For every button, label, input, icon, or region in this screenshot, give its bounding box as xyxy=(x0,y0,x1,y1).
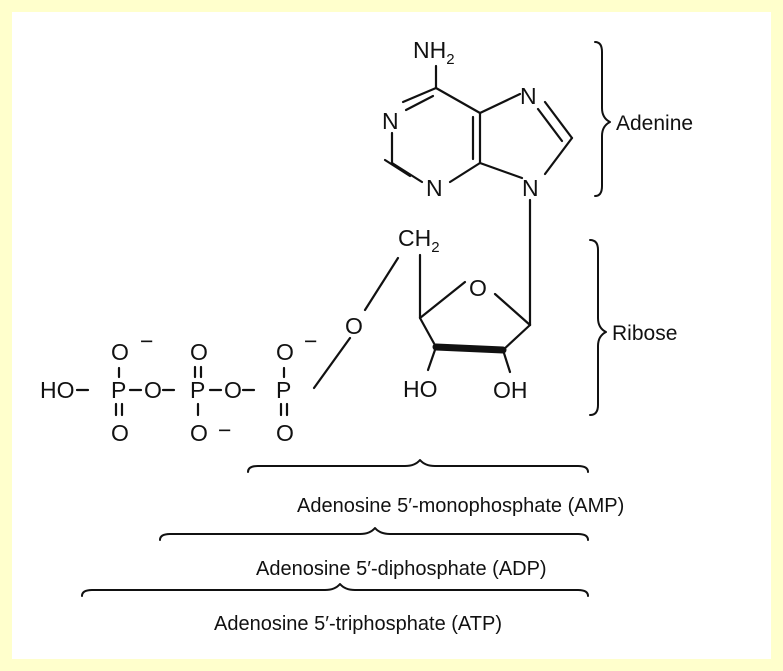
oxygen-alpha-bottom: O xyxy=(276,420,294,446)
bond-o4-c4 xyxy=(418,280,467,320)
phosphorus-alpha: P xyxy=(276,377,291,403)
oxygen-beta-bottom: O xyxy=(190,420,208,446)
bond-n7-c8 xyxy=(543,100,574,140)
methylene-group-label: CH2 xyxy=(398,225,440,256)
oxygen-gamma-bottom: O xyxy=(111,420,129,446)
bond-n3-c2-double xyxy=(383,158,412,178)
bond-c3-oh xyxy=(426,345,438,372)
nitrogen-n7: N xyxy=(520,83,537,109)
phosphorus-gamma: P xyxy=(111,377,126,403)
bond-o5-p-alpha xyxy=(312,336,352,390)
amp-caption: Adenosine 5′-monophosphate (AMP) xyxy=(297,495,624,517)
amino-group-label: NH2 xyxy=(413,37,455,68)
adp-caption: Adenosine 5′-diphosphate (ADP) xyxy=(256,558,547,580)
hydroxyl-left: HO xyxy=(403,376,438,402)
bond-n7-c8-double xyxy=(536,107,564,143)
nitrogen-n3: N xyxy=(426,175,443,201)
bond-c2-oh xyxy=(501,348,512,374)
atp-caption: Adenosine 5′-triphosphate (ATP) xyxy=(214,613,502,635)
bond-n1-c6-double xyxy=(404,94,435,112)
oxygen-alpha-top: O xyxy=(276,339,294,365)
link-oxygen: O xyxy=(345,313,363,339)
oxygen-gamma-top: O xyxy=(111,339,129,365)
charge-beta-bottom: − xyxy=(218,417,231,443)
nitrogen-n9: N xyxy=(522,175,539,201)
bond-c1-c2 xyxy=(501,323,532,352)
phosphorus-beta: P xyxy=(190,377,205,403)
bond-c6-c5 xyxy=(434,86,482,115)
hydroxyl-right: OH xyxy=(493,377,528,403)
adenine-structure: NH2 N N N N xyxy=(382,37,574,201)
bridge-oxygen-2: O xyxy=(224,377,242,403)
adenine-label: Adenine xyxy=(616,112,693,135)
adenine-brace xyxy=(594,41,611,197)
charge-alpha-top: − xyxy=(304,328,317,354)
ribose-structure: O CH2 HO OH xyxy=(398,198,532,403)
bond-n1-c6 xyxy=(401,86,438,104)
phosphate-chain: HO P O − O O P O O − O P O − O xyxy=(40,328,317,446)
bond-c1-o4 xyxy=(493,292,532,327)
bond-c3-c2-wedge xyxy=(432,343,507,354)
ring-oxygen: O xyxy=(469,275,487,301)
atp-brace xyxy=(81,583,589,597)
bond-n9-c4 xyxy=(478,161,524,180)
adp-brace xyxy=(159,527,589,541)
nitrogen-n1: N xyxy=(382,108,399,134)
bridge-oxygen-1: O xyxy=(144,377,162,403)
bond-c4-n3 xyxy=(448,161,482,184)
terminal-hydroxyl: HO xyxy=(40,377,75,403)
bond-n3-c2 xyxy=(390,161,424,184)
oxygen-beta-top: O xyxy=(190,339,208,365)
ribose-brace xyxy=(589,239,607,416)
amp-brace xyxy=(247,459,589,473)
bond-c5-o5 xyxy=(363,256,400,312)
phosphoester-link: O xyxy=(312,256,400,390)
charge-gamma-top: − xyxy=(140,328,153,354)
bond-c5-n7 xyxy=(478,92,522,115)
ribose-label: Ribose xyxy=(612,322,677,345)
bond-c4-c3 xyxy=(418,316,438,349)
bond-c8-n9 xyxy=(543,136,574,176)
diagram-panel xyxy=(12,12,771,659)
